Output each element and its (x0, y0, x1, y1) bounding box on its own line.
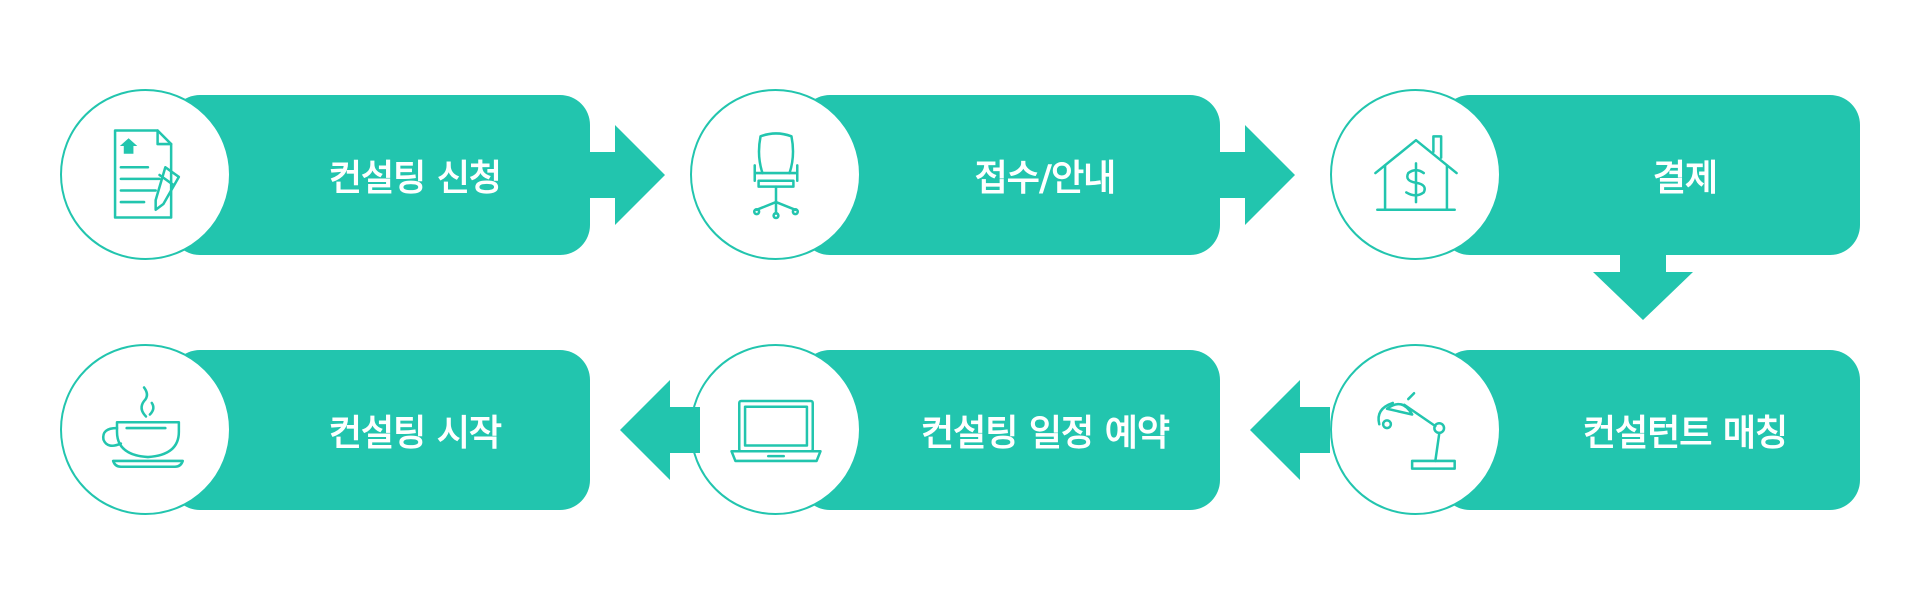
step-icon-circle (690, 89, 861, 260)
step-label: 결제 (1652, 158, 1718, 199)
step-icon-circle (690, 344, 861, 515)
step-banner (800, 95, 1220, 255)
step-icon-circle (60, 89, 231, 260)
step-banner (170, 95, 590, 255)
step-banner (170, 350, 590, 510)
arrow-left-connector (620, 380, 700, 480)
house-dollar-icon (1373, 134, 1458, 211)
arrow-right-connector (1215, 125, 1295, 225)
step-consulting-application: 컨설팅 신청 (60, 89, 590, 260)
step-reception-guidance: 접수/안내 (690, 89, 1220, 260)
step-banner (1440, 95, 1860, 255)
step-consultant-matching: 컨설턴트 매칭 (1330, 344, 1860, 515)
step-icon-circle (60, 344, 231, 515)
step-payment: 결제 (1330, 89, 1860, 260)
step-consulting-start: 컨설팅 시작 (60, 344, 590, 515)
desk-lamp-icon (1376, 391, 1456, 470)
arrow-down-connector (1593, 250, 1693, 320)
step-icon-circle (1330, 89, 1501, 260)
step-banner (1440, 350, 1860, 510)
step-label: 컨설팅 일정 예약 (921, 413, 1170, 454)
document-edit-icon (113, 128, 180, 219)
arrow-left-connector (1250, 380, 1330, 480)
office-chair-icon (752, 131, 799, 219)
coffee-cup-icon (101, 385, 184, 468)
step-schedule-booking: 컨설팅 일정 예약 (690, 344, 1220, 515)
step-label: 컨설팅 신청 (328, 158, 502, 199)
step-label: 컨설팅 시작 (328, 413, 502, 454)
arrow-right-connector (585, 125, 665, 225)
step-label: 접수/안내 (974, 158, 1117, 199)
step-icon-circle (1330, 344, 1501, 515)
step-banner (800, 350, 1220, 510)
laptop-icon (729, 399, 822, 462)
step-label: 컨설턴트 매칭 (1582, 413, 1788, 454)
